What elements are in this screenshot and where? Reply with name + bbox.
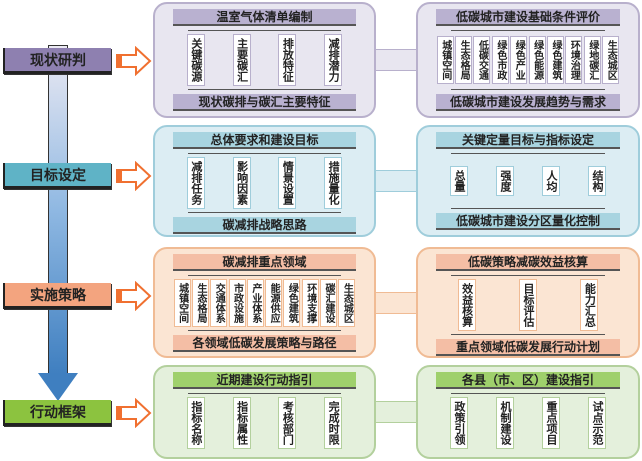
panel-header: 近期建设行动指引 (173, 372, 356, 389)
item-columns: 总量强度人均结构 (436, 149, 620, 213)
item-box: 重点项目 (542, 397, 560, 449)
item-box: 完成时限 (324, 397, 343, 449)
right-arrow-icon (116, 46, 152, 76)
panel-3-right: 低碳策略减碳效益核算效益核算 目标评估 能力汇总重点领域低碳发展行动计划 (416, 247, 640, 358)
item-box: 城镇空间 (173, 279, 191, 327)
panel-connector (375, 170, 417, 192)
item-box: 绿地碳汇 (583, 36, 601, 84)
stage-label-4[interactable]: 行动框架 (3, 400, 111, 426)
item-box: 结构 (588, 166, 606, 196)
panel-1-right: 低碳城市建设基础条件评价城镇空间生态格局低碳交通绿色市政绿色产业绿色能源绿色建筑… (416, 2, 640, 118)
item-columns: 减排任务 影响因素 情景设置 措施量化 (173, 149, 356, 217)
item-box: 产业体系 (246, 279, 264, 327)
panel-header: 低碳策略减碳效益核算 (436, 254, 620, 271)
item-box: 目标评估 (518, 279, 537, 331)
item-columns: 政策引领 机制建设 重点项目 试点示范 (436, 389, 620, 457)
panel-connector (375, 49, 417, 71)
flow-arrow-shaft (48, 45, 68, 375)
item-box: 绿色产业 (510, 36, 528, 84)
panel-footer: 低碳城市建设发展趋势与需求 (436, 94, 620, 111)
item-columns: 城镇空间生态格局低碳交通绿色市政绿色产业绿色能源绿色建筑环境治理绿地碳汇生态城区 (436, 26, 620, 94)
item-box: 指标属性 (232, 397, 251, 449)
item-box: 碳汇建设 (320, 279, 338, 327)
item-box: 政策引领 (450, 397, 468, 449)
panel-header: 低碳城市建设基础条件评价 (436, 9, 620, 26)
panel-header: 温室气体清单编制 (173, 9, 356, 26)
right-arrow-icon (116, 398, 152, 428)
item-box: 生态城区 (602, 36, 620, 84)
item-box: 排放特征 (278, 34, 297, 86)
item-columns: 城镇空间生态格局交通体系市政设施产业体系能源供应绿色建筑环境支撑碳汇建设生态城区 (173, 271, 356, 335)
right-arrow-icon (116, 161, 152, 191)
item-box: 减排任务 (186, 157, 205, 209)
item-box: 效益核算 (457, 279, 476, 331)
panel-3-left: 碳减排重点领域城镇空间生态格局交通体系市政设施产业体系能源供应绿色建筑环境支撑碳… (153, 247, 376, 358)
item-box: 交通体系 (210, 279, 228, 327)
panel-4-right: 各县（市、区）建设指引政策引领 机制建设 重点项目 试点示范 (416, 365, 640, 459)
panel-footer: 重点领域低碳发展行动计划 (436, 339, 620, 356)
panel-header: 总体要求和建设目标 (173, 132, 356, 149)
item-box: 减排潜力 (324, 34, 343, 86)
item-box: 绿色建筑 (547, 36, 565, 84)
panel-footer: 碳减排战略思路 (173, 217, 356, 234)
item-box: 生态格局 (455, 36, 473, 84)
item-box: 主要碳汇 (232, 34, 251, 86)
item-box: 能源供应 (265, 279, 283, 327)
item-box: 措施量化 (324, 157, 343, 209)
panel-footer: 低碳城市建设分区量化控制 (436, 213, 620, 230)
item-box: 能力汇总 (580, 279, 599, 331)
item-columns: 效益核算 目标评估 能力汇总 (436, 271, 620, 339)
panel-4-left: 近期建设行动指引指标名称 指标属性 考核部门 完成时限 (153, 365, 376, 459)
item-columns: 关键碳源 主要碳汇 排放特征 减排潜力 (173, 26, 356, 94)
stage-label-1[interactable]: 现状研判 (3, 48, 111, 74)
panel-header: 关键定量目标与指标设定 (436, 132, 620, 149)
panel-header: 各县（市、区）建设指引 (436, 372, 620, 389)
panel-connector (375, 401, 417, 423)
item-box: 生态格局 (191, 279, 209, 327)
flow-arrow-head (38, 373, 78, 401)
item-box: 绿色能源 (528, 36, 546, 84)
item-box: 总量 (450, 166, 468, 196)
item-box: 低碳交通 (473, 36, 491, 84)
item-box: 生态城区 (338, 279, 356, 327)
panel-2-left: 总体要求和建设目标减排任务 影响因素 情景设置 措施量化碳减排战略思路 (153, 125, 376, 237)
panel-footer: 现状碳排与碳汇主要特征 (173, 94, 356, 111)
panel-footer: 各领域低碳发展策略与路径 (173, 335, 356, 352)
item-box: 环境治理 (565, 36, 583, 84)
item-box: 环境支撑 (301, 279, 319, 327)
panel-1-left: 温室气体清单编制关键碳源 主要碳汇 排放特征 减排潜力现状碳排与碳汇主要特征 (153, 2, 376, 118)
right-arrow-icon (116, 281, 152, 311)
item-box: 人均 (542, 166, 560, 196)
panel-2-right: 关键定量目标与指标设定总量强度人均结构低碳城市建设分区量化控制 (416, 125, 640, 237)
item-box: 绿色建筑 (283, 279, 301, 327)
item-box: 市政设施 (228, 279, 246, 327)
item-box: 指标名称 (186, 397, 205, 449)
stage-label-3[interactable]: 实施策略 (3, 283, 111, 309)
item-box: 影响因素 (232, 157, 251, 209)
item-box: 机制建设 (496, 397, 514, 449)
stage-label-2[interactable]: 目标设定 (3, 163, 111, 189)
item-box: 城镇空间 (436, 36, 454, 84)
item-box: 情景设置 (278, 157, 297, 209)
item-box: 强度 (496, 166, 514, 196)
item-columns: 指标名称 指标属性 考核部门 完成时限 (173, 389, 356, 457)
item-box: 试点示范 (588, 397, 606, 449)
item-box: 考核部门 (278, 397, 297, 449)
panel-header: 碳减排重点领域 (173, 254, 356, 271)
panel-connector (375, 291, 417, 314)
item-box: 绿色市政 (491, 36, 509, 84)
item-box: 关键碳源 (186, 34, 205, 86)
